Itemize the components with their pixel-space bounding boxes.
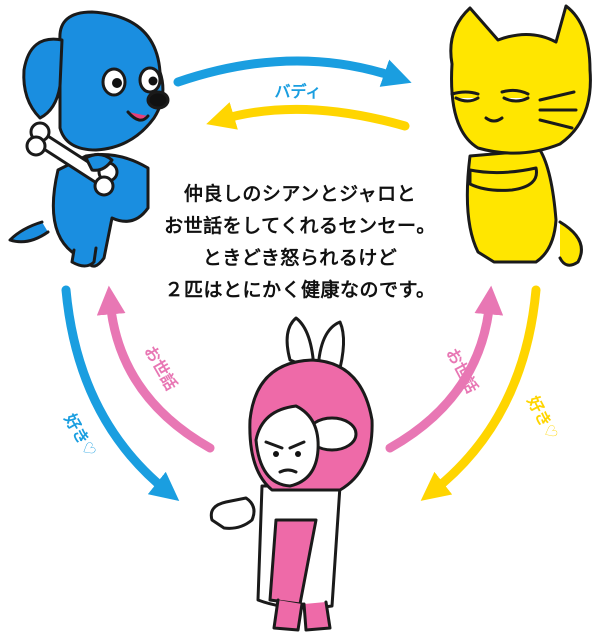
description-text: 仲良しのシアンとジャロと お世話をしてくれるセンセー。 ときどき怒られるけど ２… (120, 178, 480, 306)
love-arrow-dog-to-sensei (61, 285, 180, 502)
description-line-3: ときどき怒られるけど (202, 247, 398, 269)
love-arrow-cat-to-sensei (420, 285, 541, 501)
label-care-left: お世話 (141, 343, 181, 394)
blue-dog-character (8, 10, 170, 268)
description-line-2: お世話をしてくれるセンセー。 (164, 215, 436, 237)
care-arrow-sensei-to-cat (385, 285, 504, 453)
label-love-right: 好き♡ (523, 392, 562, 443)
care-arrow-sensei-to-dog (96, 285, 215, 453)
buddy-arrow-dog-to-cat (173, 56, 412, 87)
buddy-arrow-cat-to-dog (206, 102, 410, 131)
description-line-1: 仲良しのシアンとジャロと (183, 183, 417, 205)
pink-sensei-character (209, 316, 374, 632)
yellow-cat-character (449, 4, 592, 267)
label-buddy: バディ (275, 82, 322, 101)
label-love-left: 好き♡ (60, 410, 100, 461)
description-line-4: ２匹はとにかく健康なのです。 (164, 279, 436, 301)
